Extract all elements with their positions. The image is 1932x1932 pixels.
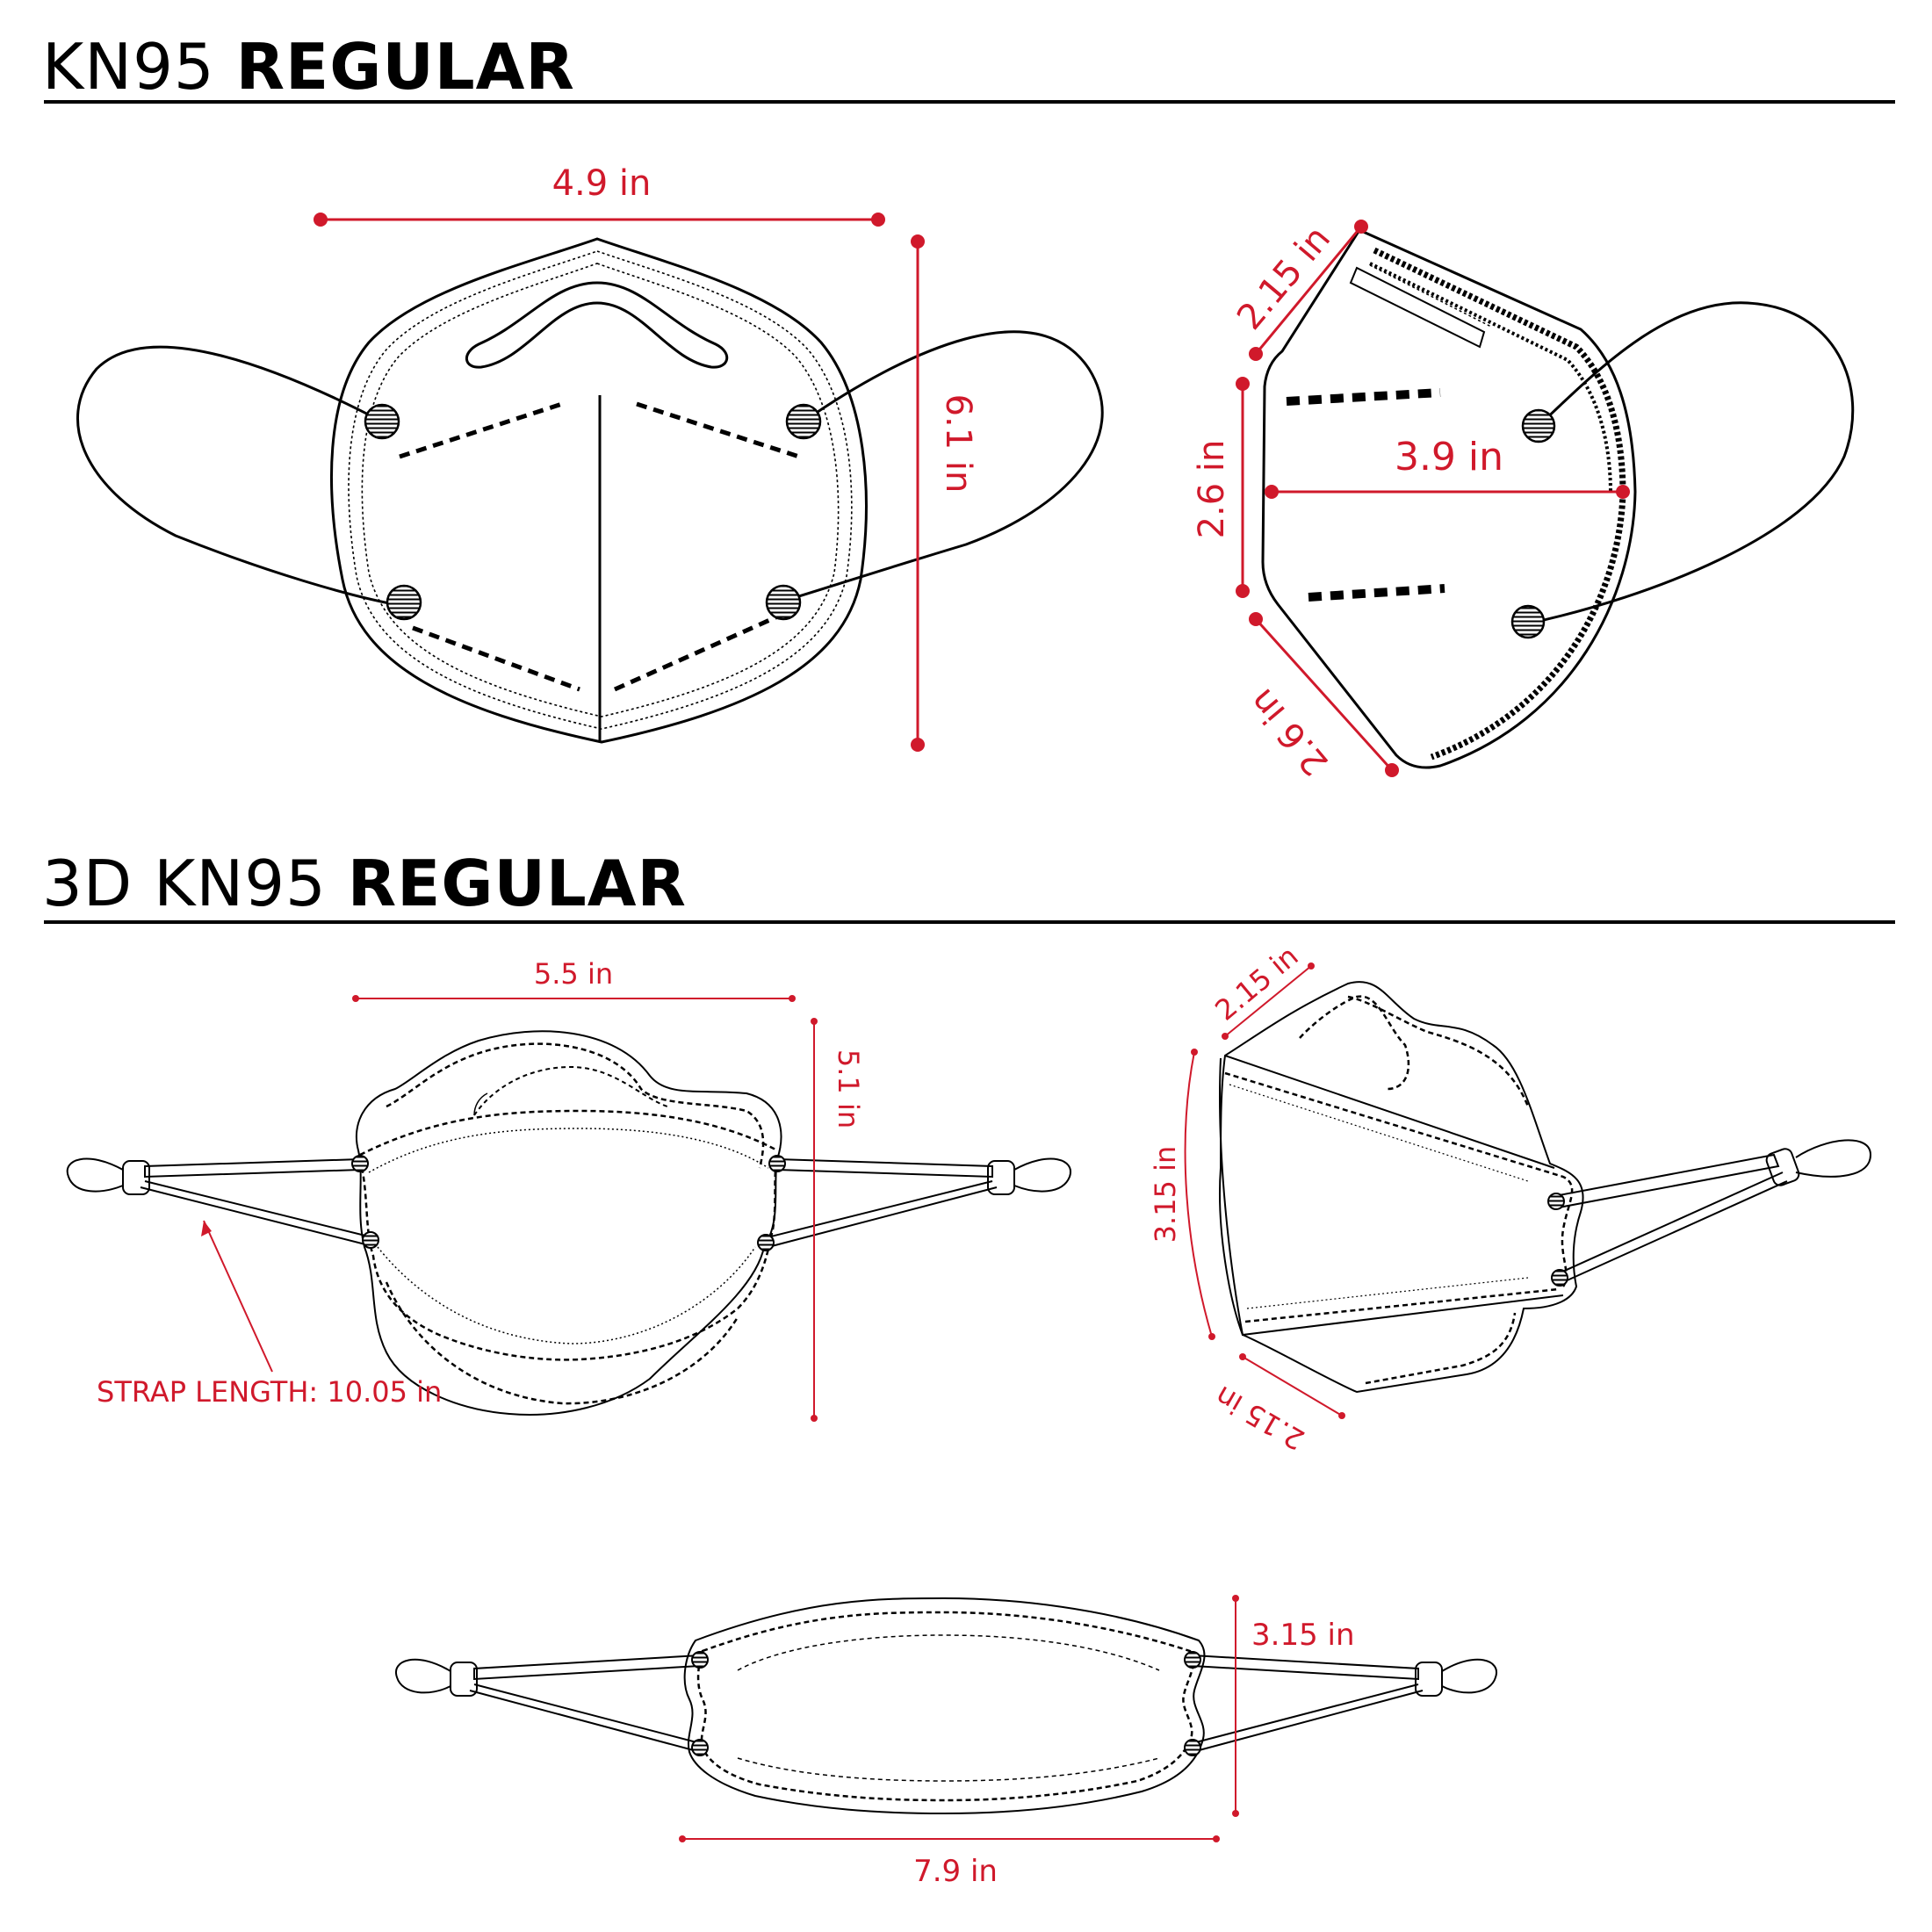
kn95-front-weld-lines xyxy=(399,401,800,692)
3d-flat-width-label: 7.9 in xyxy=(913,1854,998,1889)
3d-flat-seam xyxy=(696,1611,1194,1802)
3d-side-outline xyxy=(1219,981,1584,1394)
kn95-side-ear-loop xyxy=(1527,301,1855,625)
kn95-side-depth-label: 3.9 in xyxy=(1395,435,1503,479)
3d-kn95-section-title: 3D KN95 REGULAR xyxy=(42,852,687,915)
3d-front-straps xyxy=(66,1157,1072,1248)
3d-flat-straps xyxy=(394,1654,1498,1753)
3d-front-strap-rivets xyxy=(351,1155,786,1251)
3d-front-chin-dashed xyxy=(385,1281,739,1405)
3d-side-height-label: 3.15 in xyxy=(1149,1146,1182,1244)
kn95-section-rule xyxy=(44,100,1895,104)
kn95-front-outline xyxy=(330,237,868,744)
kn95-side-dimensions xyxy=(1236,220,1630,777)
kn95-front-strap-rivets xyxy=(364,403,822,621)
3d-side-seam-top-dotted xyxy=(1229,1084,1529,1182)
3d-front-inner-band xyxy=(359,1109,778,1157)
3d-kn95-section-rule xyxy=(44,920,1895,924)
kn95-title-light: KN95 xyxy=(42,30,215,104)
kn95-front-ear-loops xyxy=(76,330,1104,608)
3d-side-straps xyxy=(1554,1139,1872,1283)
3d-front-dimensions xyxy=(201,995,818,1422)
3d-strap-length-label: STRAP LENGTH: 10.05 in xyxy=(97,1375,442,1409)
3d-front-nose-shape-2 xyxy=(473,1092,488,1116)
3d-flat-strap-rivets xyxy=(691,1651,1201,1756)
kn95-front-width-label: 4.9 in xyxy=(552,163,652,204)
kn95-title-bold: REGULAR xyxy=(235,30,575,104)
3d-flat-view xyxy=(394,1597,1498,1815)
3d-side-seam-bottom xyxy=(1244,1287,1560,1323)
3d-flat-dimensions xyxy=(679,1595,1239,1842)
3d-side-nose-piece xyxy=(1299,995,1410,1091)
kn95-side-weld-lines xyxy=(1286,388,1445,602)
3d-front-inner-band-2 xyxy=(368,1128,769,1173)
kn95-front-view xyxy=(76,237,1104,744)
3d-front-sides-dashed xyxy=(358,1158,779,1361)
3d-side-seam-top xyxy=(1224,1071,1574,1287)
kn95-side-nose-strip xyxy=(1349,266,1486,349)
kn95-side-edge-dotted-inner xyxy=(1369,262,1612,494)
3d-side-strap-rivets xyxy=(1547,1193,1568,1287)
3d-flat-height-label: 3.15 in xyxy=(1251,1618,1355,1653)
3d-kn95-title-bold: REGULAR xyxy=(347,847,687,920)
3d-front-width-label: 5.5 in xyxy=(534,957,613,991)
3d-side-bottom-dashed xyxy=(1365,1312,1517,1385)
kn95-front-nose-wire xyxy=(465,281,728,369)
3d-side-top-dashed xyxy=(1347,995,1530,1107)
3d-flat-inner-upper xyxy=(737,1634,1160,1671)
kn95-front-seam-inner xyxy=(361,263,840,717)
kn95-side-outline xyxy=(1261,228,1637,769)
3d-front-seam-top xyxy=(386,1042,765,1169)
kn95-side-bottom-edge-label: 2.6 in xyxy=(1242,681,1337,782)
3d-side-view xyxy=(1219,981,1872,1394)
3d-side-front-panel xyxy=(1219,1055,1564,1337)
3d-side-dimensions xyxy=(1184,962,1345,1419)
3d-front-view xyxy=(66,1030,1072,1416)
3d-side-bottom-edge-label: 2.15 in xyxy=(1209,1379,1310,1456)
kn95-side-strap-rivets xyxy=(1510,408,1556,639)
3d-front-lower-dotted xyxy=(377,1246,756,1344)
kn95-front-seam-outer xyxy=(348,250,853,730)
kn95-front-dimensions xyxy=(314,213,925,752)
kn95-section-title: KN95 REGULAR xyxy=(42,35,575,98)
kn95-side-view xyxy=(1261,228,1855,769)
kn95-front-height-label: 6.1 in xyxy=(938,394,978,494)
3d-front-outline xyxy=(355,1030,782,1416)
3d-kn95-title-light: 3D KN95 xyxy=(42,847,327,920)
kn95-side-nose-strip-inner xyxy=(1369,264,1492,328)
3d-flat-inner-lower xyxy=(737,1757,1160,1782)
3d-side-seam-bottom-dotted xyxy=(1246,1277,1529,1309)
3d-flat-outline xyxy=(683,1597,1206,1815)
kn95-side-height-label: 2.6 in xyxy=(1192,440,1232,539)
3d-front-height-label: 5.1 in xyxy=(832,1049,865,1128)
3d-front-nose-shape xyxy=(473,1065,668,1116)
